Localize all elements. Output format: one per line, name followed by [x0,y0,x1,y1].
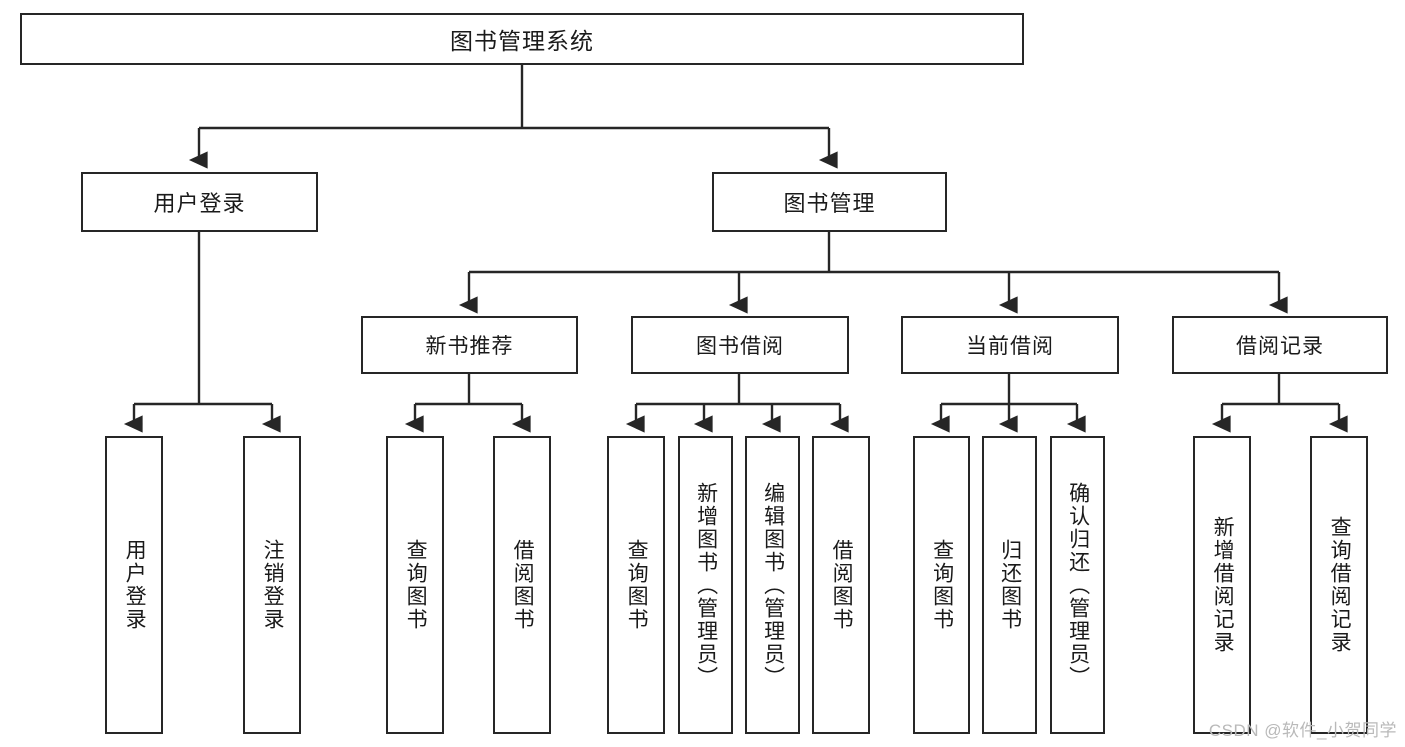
leaf-borrow-edit-book-admin[interactable]: 编辑图书（管理员） [745,436,800,734]
leaf-record-query-record[interactable]: 查询借阅记录 [1310,436,1368,734]
leaf-current-confirm-return-admin[interactable]: 确认归还（管理员） [1050,436,1105,734]
node-book-management[interactable]: 图书管理 [712,172,947,232]
node-user-login[interactable]: 用户登录 [81,172,318,232]
leaf-label: 借阅图书 [511,539,535,631]
node-new-book-recommend[interactable]: 新书推荐 [361,316,578,374]
leaf-label: 新增图书（管理员） [694,481,718,689]
leaf-recommend-query-book[interactable]: 查询图书 [386,436,444,734]
node-book-borrow-label: 图书借阅 [696,335,784,358]
node-book-management-label: 图书管理 [783,191,876,216]
leaf-label: 编辑图书（管理员） [761,481,785,689]
csdn-watermark: CSDN @软件_小贺同学 [1208,721,1397,740]
node-root-system[interactable]: 图书管理系统 [20,13,1024,65]
leaf-label: 借阅图书 [830,539,854,631]
leaf-user-login-signout[interactable]: 注销登录 [243,436,301,734]
node-book-borrow[interactable]: 图书借阅 [631,316,849,374]
leaf-label: 查询图书 [625,539,649,631]
node-borrow-record-label: 借阅记录 [1236,335,1324,358]
leaf-borrow-borrow-book[interactable]: 借阅图书 [812,436,870,734]
leaf-label: 查询借阅记录 [1328,516,1352,654]
leaf-label: 查询图书 [930,539,954,631]
leaf-recommend-borrow-book[interactable]: 借阅图书 [493,436,551,734]
leaf-borrow-query-book[interactable]: 查询图书 [607,436,665,734]
node-current-borrow-label: 当前借阅 [966,335,1054,358]
leaf-label: 查询图书 [404,539,428,631]
node-user-login-label: 用户登录 [153,191,246,216]
leaf-label: 用户登录 [123,539,147,631]
node-current-borrow[interactable]: 当前借阅 [901,316,1119,374]
leaf-label: 新增借阅记录 [1211,516,1235,654]
node-new-book-recommend-label: 新书推荐 [425,335,514,358]
leaf-current-return-book[interactable]: 归还图书 [982,436,1037,734]
leaf-user-login-signin[interactable]: 用户登录 [105,436,163,734]
node-borrow-record[interactable]: 借阅记录 [1172,316,1388,374]
leaf-record-add-record[interactable]: 新增借阅记录 [1193,436,1251,734]
leaf-current-query-book[interactable]: 查询图书 [913,436,970,734]
leaf-label: 注销登录 [261,539,285,631]
node-root-label: 图书管理系统 [450,28,594,54]
leaf-label: 归还图书 [998,539,1022,631]
leaf-label: 确认归还（管理员） [1066,481,1090,689]
leaf-borrow-add-book-admin[interactable]: 新增图书（管理员） [678,436,733,734]
